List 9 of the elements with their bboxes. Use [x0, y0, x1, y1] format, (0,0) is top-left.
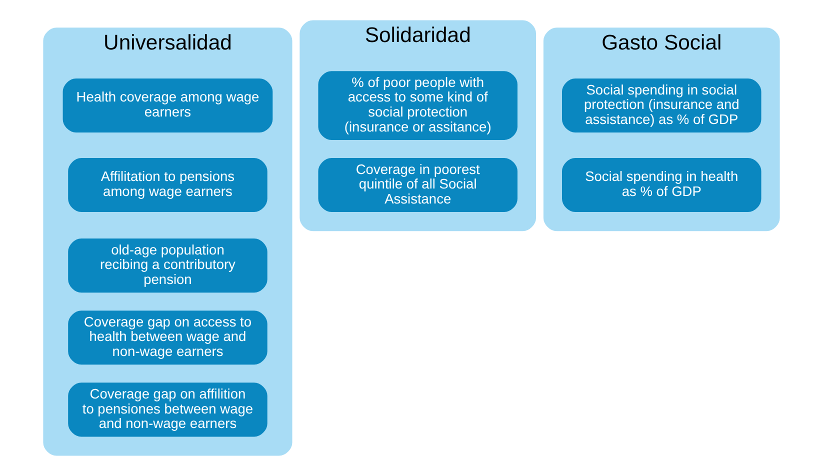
node-box: Social spending in social protection (insurance and assistance) as % of GDP [562, 78, 762, 133]
node-box: Coverage gap on affilition to pensiones between wage and non-wage earners [68, 382, 268, 437]
node-box: old-age population recibing a contributory pension [68, 238, 268, 293]
node-box: Health coverage among wage earners [62, 78, 273, 133]
node-box: % of poor people with access to some kind of social protection (insurance or assitance) [318, 71, 518, 140]
node-box: Coverage in poorest quintile of all Social Assistance [318, 158, 518, 212]
node-box: Affilitation to pensions among wage earners [68, 158, 268, 212]
node-box: Social spending in health as % of GDP [562, 158, 762, 212]
node-box: Coverage gap on access to health between wage and non-wage earners [68, 310, 268, 365]
